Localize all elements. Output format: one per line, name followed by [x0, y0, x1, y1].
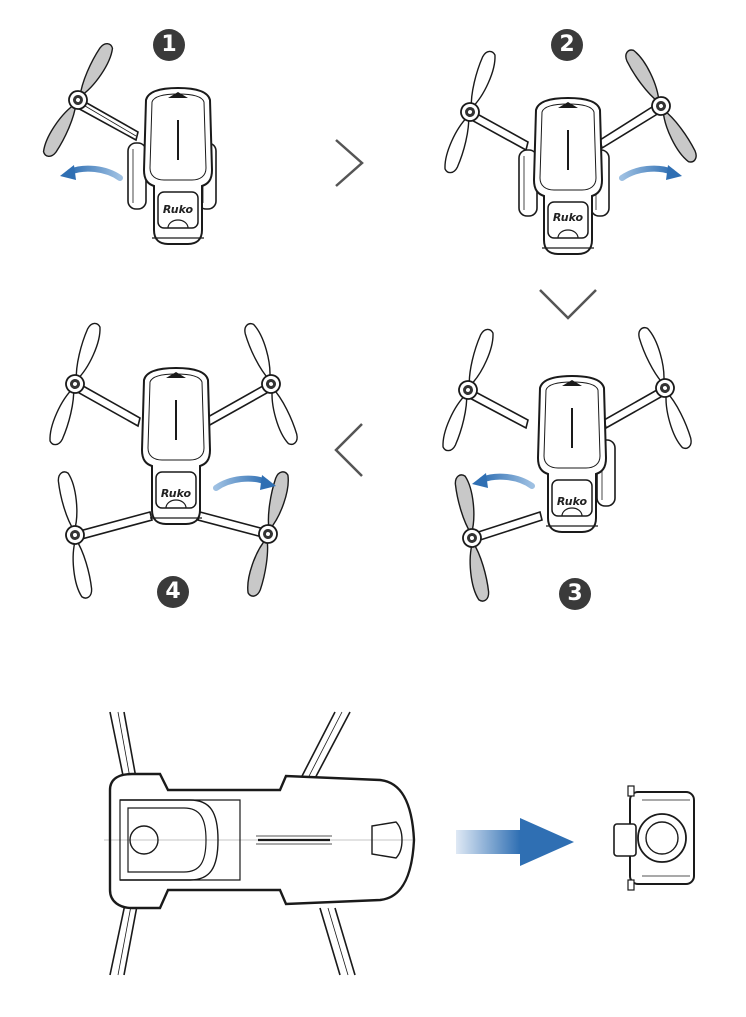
step-3-badge: 3 [559, 578, 591, 610]
chevron-right-icon [336, 140, 362, 186]
gimbal-guard [614, 786, 694, 890]
step-4-illustration: Ruko [45, 321, 302, 600]
step-1-badge: 1 [153, 29, 185, 61]
step-4-badge: 4 [157, 576, 189, 608]
folded-drone-side-view [104, 712, 414, 975]
step-2-illustration: Ruko [440, 46, 701, 254]
step-2-badge: 2 [551, 29, 583, 61]
brand-logo: Ruko [163, 203, 194, 216]
brand-logo-2: Ruko [553, 211, 584, 224]
chevron-left-icon [336, 424, 362, 476]
chevron-down-icon [540, 290, 596, 318]
step-3-illustration: Ruko [438, 325, 696, 603]
brand-logo-4: Ruko [161, 487, 192, 500]
brand-logo-3: Ruko [557, 495, 588, 508]
step-1-illustration: Ruko [38, 40, 216, 244]
right-arrow-icon [456, 818, 574, 866]
